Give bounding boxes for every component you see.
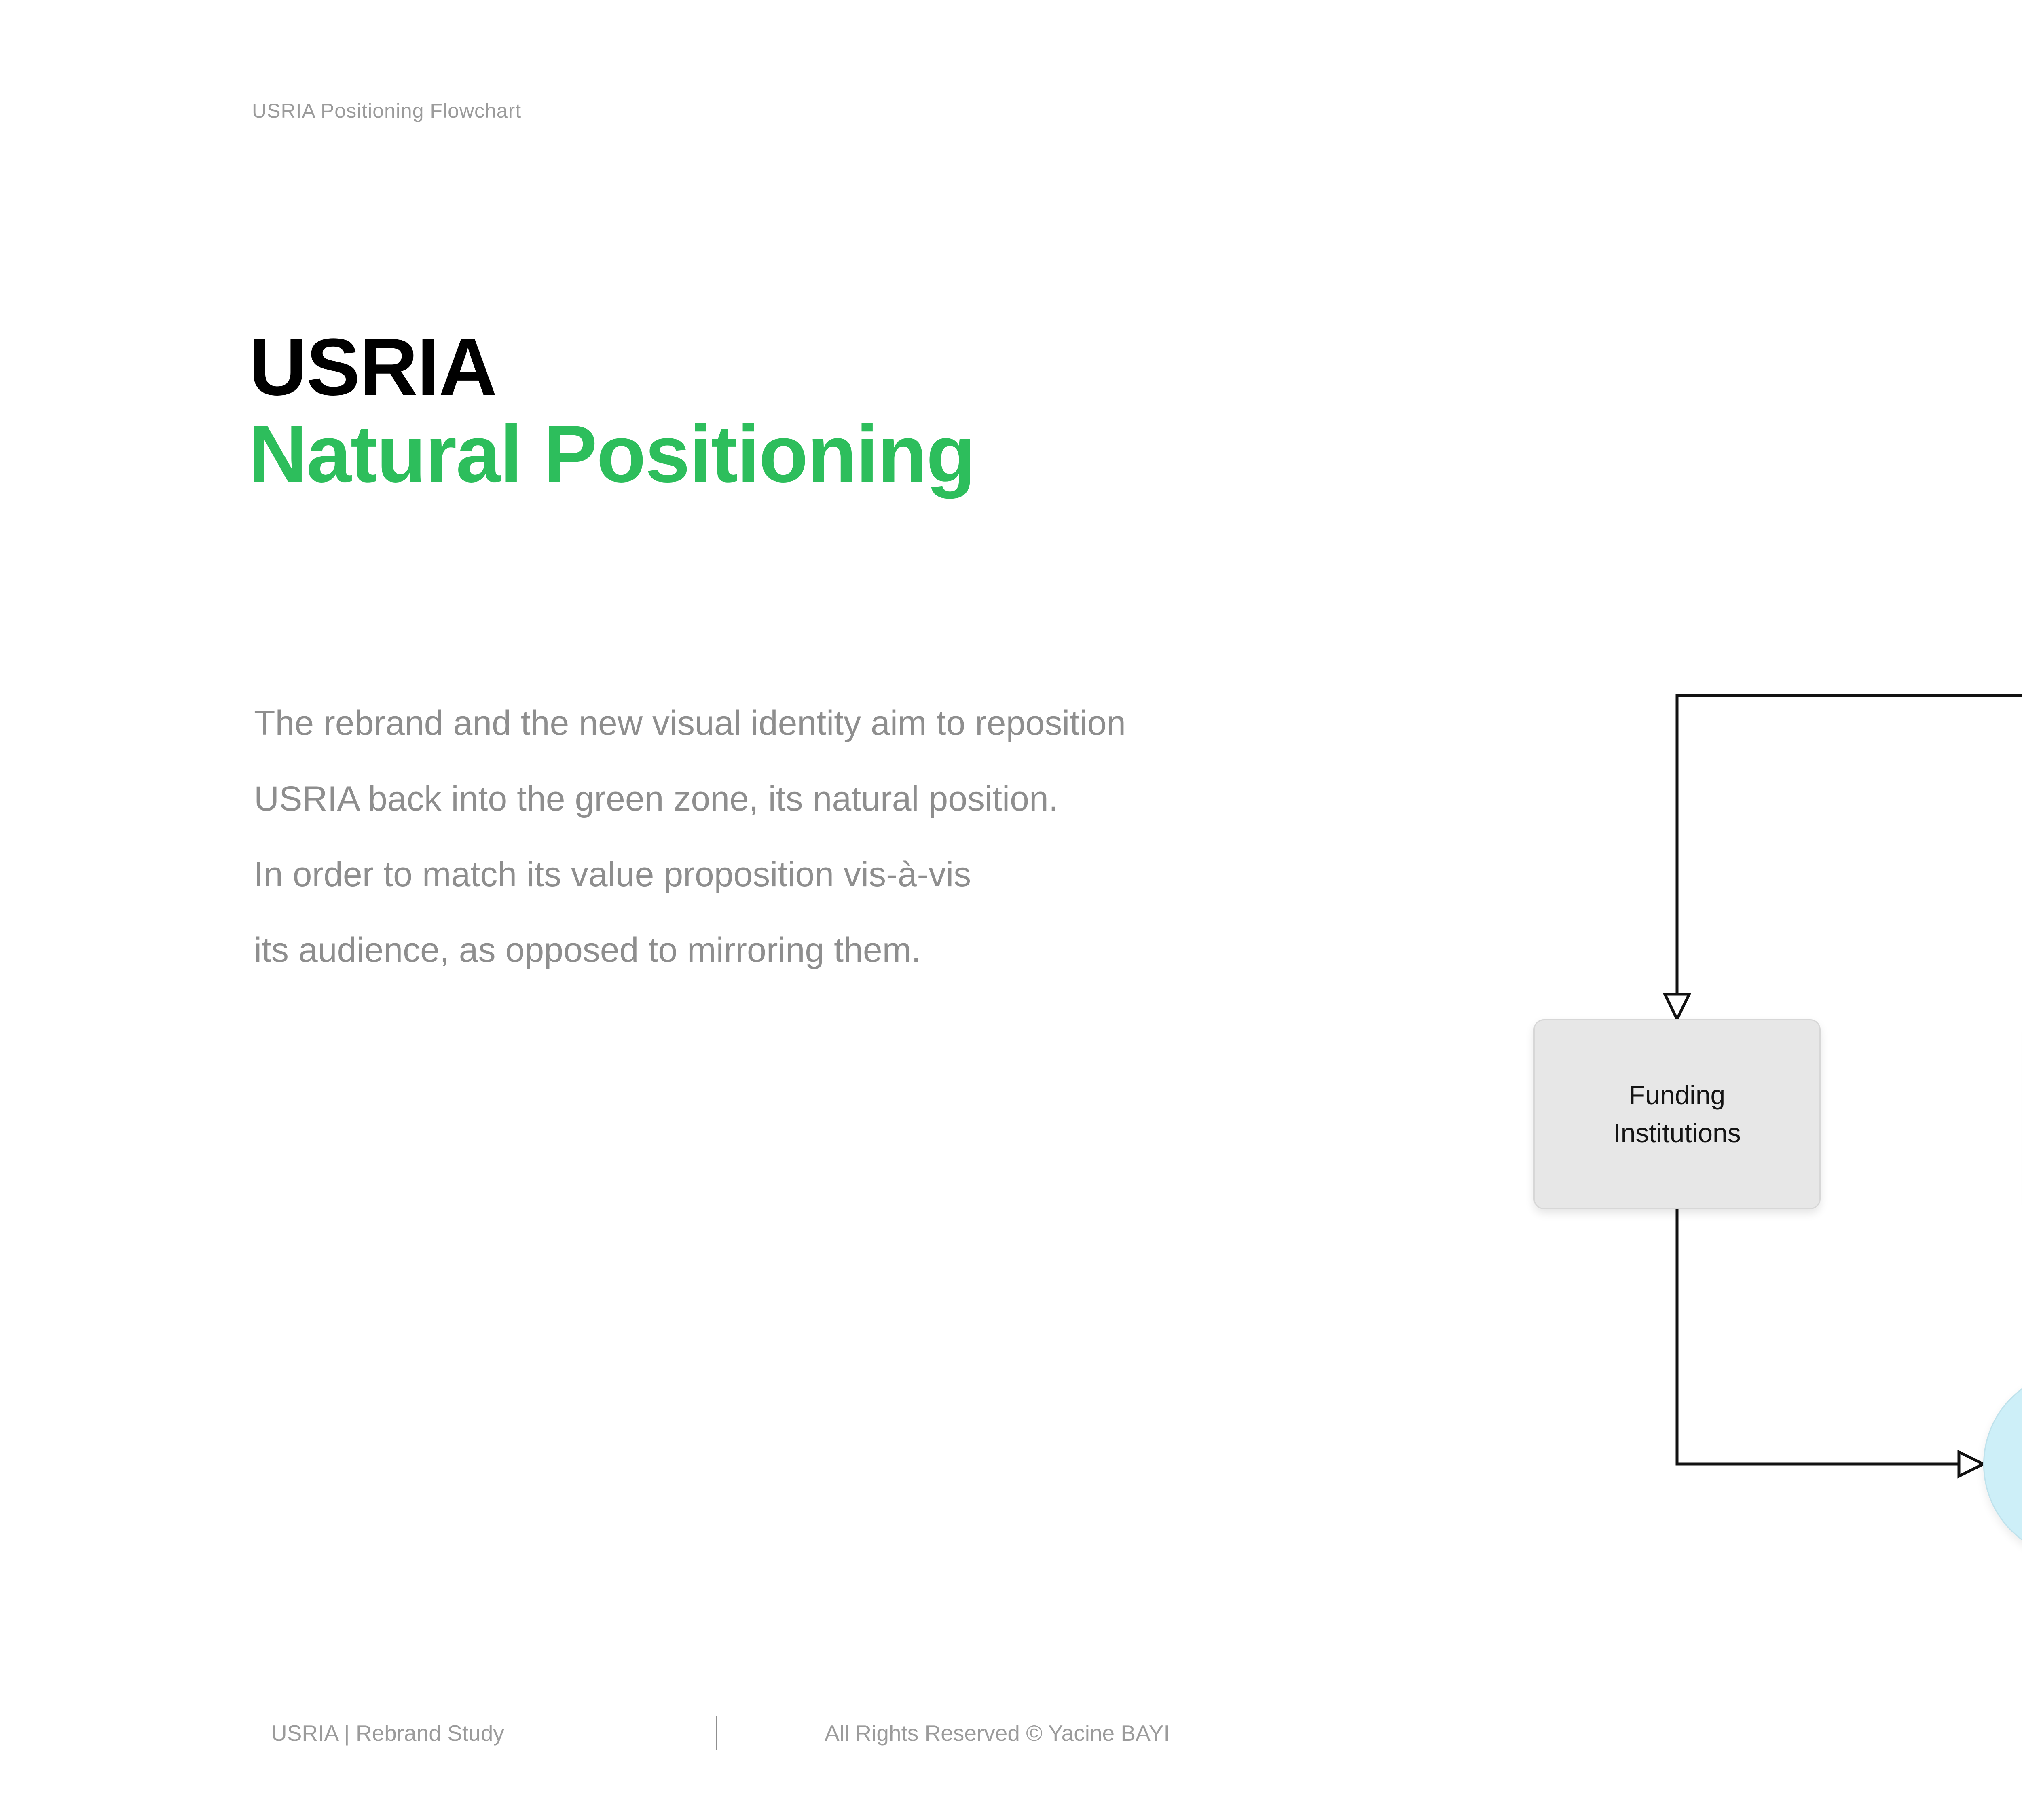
title-line-natural-positioning: Natural Positioning (249, 409, 975, 499)
body-paragraph: The rebrand and the new visual identity … (254, 686, 1467, 988)
paragraph-line: USRIA back into the green zone, its natu… (254, 779, 1058, 818)
footer-left-text: USRIA | Rebrand Study (271, 1721, 504, 1746)
paragraph-line: its audience, as opposed to mirroring th… (254, 931, 921, 969)
footer-copyright-text: All Rights Reserved © Yacine BAYI (825, 1721, 1170, 1746)
paragraph-line: In order to match its value proposition … (254, 855, 971, 894)
connector-funding-to-societal (1675, 1209, 1986, 1479)
paragraph-line: The rebrand and the new visual identity … (254, 704, 1126, 743)
arrowhead-down-icon (1662, 993, 1692, 1023)
slide-footer: USRIA | Rebrand Study All Rights Reserve… (271, 1715, 1170, 1751)
connector-catalyst-to-funding (1662, 694, 2022, 1023)
title-line-usria: USRIA (249, 322, 497, 412)
slide-eyebrow: USRIA Positioning Flowchart (252, 99, 522, 122)
footer-divider (716, 1716, 717, 1750)
page-title: USRIA Natural Positioning (249, 324, 975, 497)
node-funding-institutions: Funding Institutions (1533, 1019, 1821, 1209)
arrowhead-right-icon (1957, 1450, 1986, 1479)
node-label: Funding Institutions (1613, 1080, 1741, 1148)
